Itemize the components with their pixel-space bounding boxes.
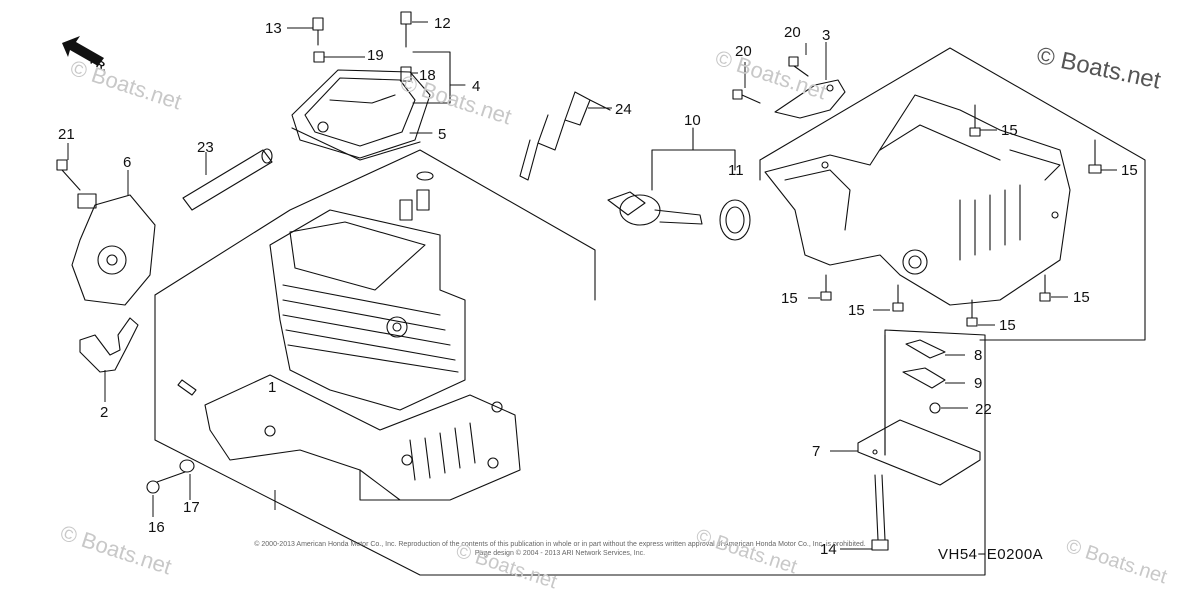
plate-9-part (902, 367, 946, 389)
callout-15-bottom: 15 (999, 317, 1016, 334)
oil-cap-part (607, 191, 703, 226)
front-direction-arrow (62, 36, 104, 66)
plate-8-part (905, 339, 946, 359)
cylinder-frame-left (154, 294, 986, 576)
callout-23: 23 (197, 139, 214, 156)
callout-15-right: 15 (1121, 162, 1138, 179)
callout-20-left: 20 (735, 43, 752, 60)
callout-leaders (67, 21, 1117, 550)
callout-5: 5 (438, 126, 447, 143)
callout-24: 24 (615, 101, 632, 118)
bolt-21-part (56, 159, 81, 191)
callout-6: 6 (123, 154, 132, 171)
diagram-code: VH54−E0200A (938, 546, 1044, 563)
bolt-20b-part (732, 89, 761, 104)
bolt-20a-part (788, 56, 809, 77)
callout-15-middle: 15 (848, 302, 865, 319)
callout-15-top: 15 (1001, 122, 1018, 139)
callout-15-left: 15 (781, 290, 798, 307)
callout-18: 18 (419, 67, 436, 84)
crankcase-part (764, 94, 1071, 306)
callout-15-lower-right: 15 (1073, 289, 1090, 306)
callout-2: 2 (100, 404, 109, 421)
callout-4: 4 (472, 78, 481, 95)
callout-19: 19 (367, 47, 384, 64)
crankcase-frame (759, 47, 1146, 341)
callout-10: 10 (684, 112, 701, 129)
bolt-14-part (871, 474, 889, 551)
bolt-12-part (400, 11, 412, 48)
collar-19-part (313, 51, 325, 63)
callout-17: 17 (183, 499, 200, 516)
copyright-line-1: © 2000-2013 American Honda Motor Co., In… (254, 541, 866, 548)
leader-10 (651, 149, 736, 191)
screw-22-part (929, 402, 941, 414)
cylinder-assembly-frame (154, 149, 596, 301)
callout-14: 14 (820, 541, 837, 558)
cover-6-part (71, 193, 156, 306)
head-cover-part (291, 69, 431, 161)
cylinder-block-part (204, 209, 521, 501)
callout-3: 3 (822, 27, 831, 44)
callout-11: 11 (728, 162, 744, 179)
plate-7-part (857, 419, 981, 486)
callout-12: 12 (434, 15, 451, 32)
callout-9: 9 (974, 375, 983, 392)
bolt-15-part (820, 104, 1102, 327)
callout-20-right: 20 (784, 24, 801, 41)
bracket-3-part (774, 79, 846, 119)
callout-1: 1 (268, 379, 277, 396)
copyright-notice: © 2000-2013 American Honda Motor Co., In… (180, 540, 940, 558)
gasket-11-part (719, 199, 751, 241)
dowels-part (399, 171, 434, 221)
callout-8: 8 (974, 347, 983, 364)
bolt-16-part (146, 471, 186, 494)
pin-part (177, 379, 197, 396)
callout-22: 22 (975, 401, 992, 418)
callout-13: 13 (265, 20, 282, 37)
clamp-2-part (79, 317, 139, 373)
bolt-13-part (312, 17, 324, 46)
pipe-23-part (182, 148, 273, 211)
callout-16: 16 (148, 519, 165, 536)
copyright-line-2: Page design © 2004 - 2013 ARI Network Se… (474, 550, 646, 557)
collar-18-part (400, 66, 412, 82)
callout-7: 7 (812, 443, 821, 460)
washer-17-part (179, 459, 195, 473)
leader-4 (412, 51, 451, 104)
callout-21: 21 (58, 126, 75, 143)
spark-plug-part (519, 91, 611, 181)
